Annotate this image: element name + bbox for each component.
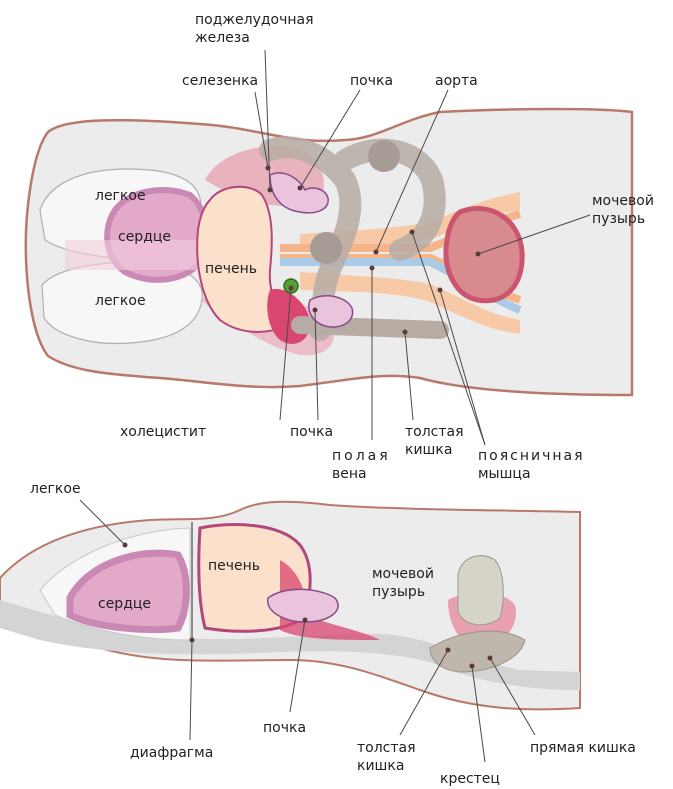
label-vena-line1: полая (332, 448, 391, 464)
label-liver-side: печень (208, 558, 260, 574)
label-liver-top: печень (205, 261, 257, 277)
top-colon-knot-1 (368, 140, 400, 172)
label-heart-top: сердце (118, 229, 171, 245)
label-diaphragm: диафрагма (130, 745, 213, 761)
label-heart-side: сердце (98, 596, 151, 612)
side-view: легкое сердце печень мочевой пузырь почк… (0, 481, 636, 787)
label-lung-upper: легкое (95, 188, 146, 204)
top-view: поджелудочная железа селезенка почка аор… (26, 12, 654, 482)
label-sacrum: крестец (440, 771, 500, 787)
label-colon-side-line2: кишка (357, 758, 404, 774)
label-vena-line2: вена (332, 466, 367, 482)
top-colon-knot-2 (310, 232, 342, 264)
label-rectum: прямая кишка (530, 740, 636, 756)
label-pancreas-line1: поджелудочная (195, 12, 314, 28)
label-colon-side-line1: толстая (357, 740, 416, 756)
label-colon-top-line2: кишка (405, 442, 452, 458)
label-bladder-side-line2: пузырь (372, 584, 425, 600)
label-psoas-line1: поясничная (478, 448, 585, 464)
label-colon-top-line1: толстая (405, 424, 464, 440)
label-cholecystitis: холецистит (120, 424, 206, 440)
label-bladder-top-line1: мочевой (592, 193, 654, 209)
label-lung-lower: легкое (95, 293, 146, 309)
label-aorta: аорта (435, 73, 478, 89)
label-bladder-top-line2: пузырь (592, 211, 645, 227)
label-lung-side: легкое (30, 481, 81, 497)
label-spleen: селезенка (182, 73, 258, 89)
label-bladder-side-line1: мочевой (372, 566, 434, 582)
label-psoas-line2: мышца (478, 466, 531, 482)
side-bladder (458, 556, 503, 625)
label-pancreas-line2: железа (195, 30, 250, 46)
label-kidney-side: почка (263, 720, 306, 736)
label-kidney-bottom: почка (290, 424, 333, 440)
top-bladder (446, 208, 522, 300)
label-kidney-top: почка (350, 73, 393, 89)
top-colon-lower (300, 325, 440, 330)
